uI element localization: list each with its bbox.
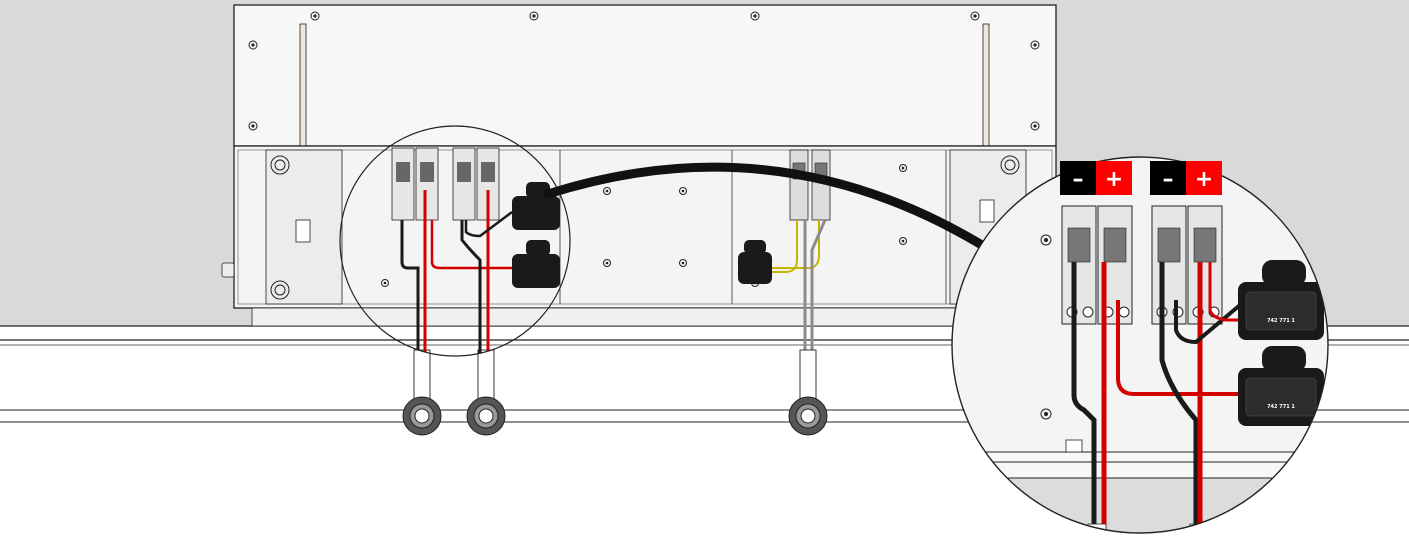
housing-cover: [233, 4, 1057, 205]
zoom-connector-upper: 742 771 1: [1238, 260, 1324, 340]
detail-source-area: [339, 125, 571, 357]
polarity-sign: –: [1163, 167, 1174, 192]
polarity-label-box: [1096, 161, 1132, 195]
polarity-sign: +: [1105, 167, 1123, 192]
polarity-sign: –: [1073, 167, 1084, 192]
connection-cable: [543, 162, 995, 255]
zoom-connector-lower: 742 771 1: [1238, 346, 1324, 426]
polarity-sign: +: [1195, 167, 1213, 192]
cover-screws: [248, 11, 1040, 131]
polarity-label-box: [1060, 161, 1096, 195]
middle-terminal-block: [738, 149, 831, 380]
zoom-detail: 742 771 1 742 771 1: [951, 156, 1329, 534]
polarity-label-positive-2: +: [1096, 161, 1132, 195]
polarity-label-box: [1186, 161, 1222, 195]
polarity-label-negative-3: –: [1150, 161, 1186, 195]
polarity-label-box: [1150, 161, 1186, 195]
connector-part-number-lower: 742 771 1: [1267, 404, 1295, 410]
polarity-label-positive-4: +: [1186, 161, 1222, 195]
polarity-labels: –+–+: [1060, 161, 1222, 195]
polarity-label-negative-1: –: [1060, 161, 1096, 195]
small-terminal-blocks: [391, 147, 500, 221]
cable-glands: [402, 396, 828, 436]
connector-part-number-upper: 742 771 1: [1267, 318, 1295, 324]
